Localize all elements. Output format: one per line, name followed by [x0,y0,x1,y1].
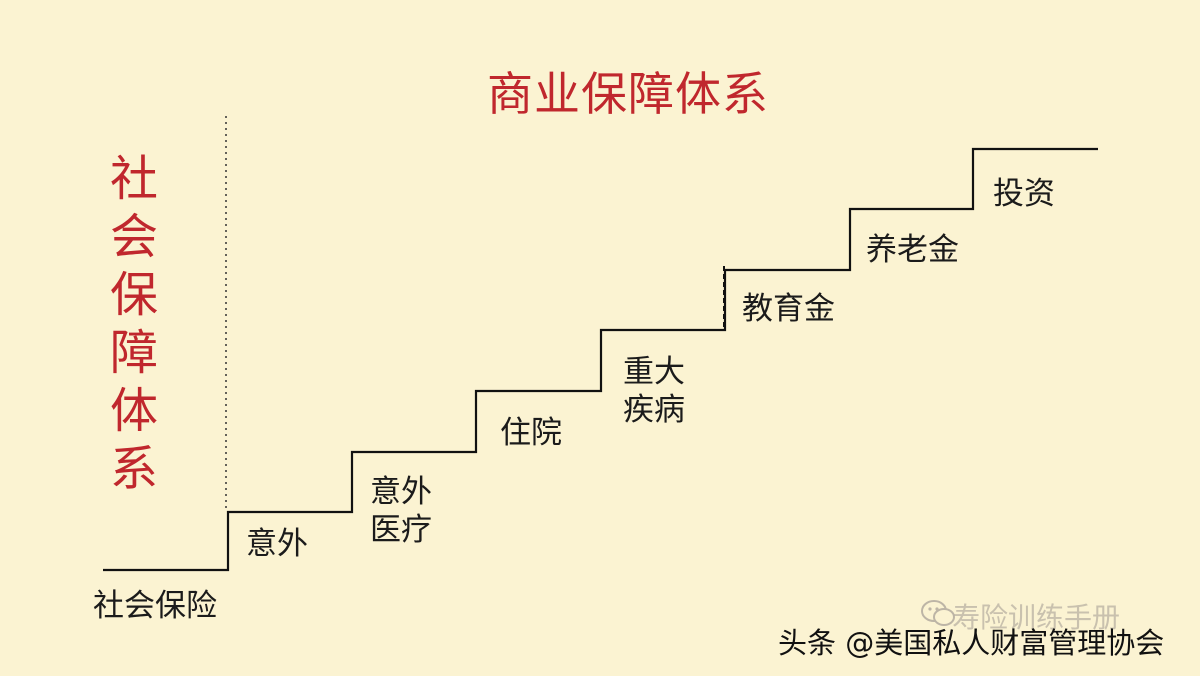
step-label-line: 医疗 [370,512,432,548]
step-label-pension: 养老金 [866,232,959,268]
watermark-text: 寿险训练手册 [952,601,1121,634]
footer-credit: 头条 @美国私人财富管理协会 [778,626,1165,660]
side-title-char: 体 [109,383,158,439]
step-label-accident: 意外 [246,526,308,562]
side-title-char: 会 [109,209,158,265]
side-title-char: 保 [109,267,158,323]
step-label-critical-illness: 重大 疾病 [623,353,685,429]
side-title-char: 系 [109,441,158,497]
step-label-accident-medical: 意外 医疗 [370,473,432,549]
side-title-char: 社 [109,151,158,207]
side-title-char: 障 [109,325,158,381]
step-label-line: 意外 [370,474,432,510]
step-label-line: 重大 [623,354,685,390]
social-protection-title: 社 会 保 障 体 系 [106,150,162,498]
step-label-investment: 投资 [993,176,1055,212]
step-label-education-fund: 教育金 [742,291,835,327]
step-label-hospitalization: 住院 [500,415,562,451]
commercial-protection-title: 商业保障体系 [487,67,769,121]
staircase-line [103,147,1098,572]
wechat-icon [921,600,955,626]
step-label-line: 疾病 [623,392,685,428]
step-label-social-insurance: 社会保险 [93,588,217,624]
